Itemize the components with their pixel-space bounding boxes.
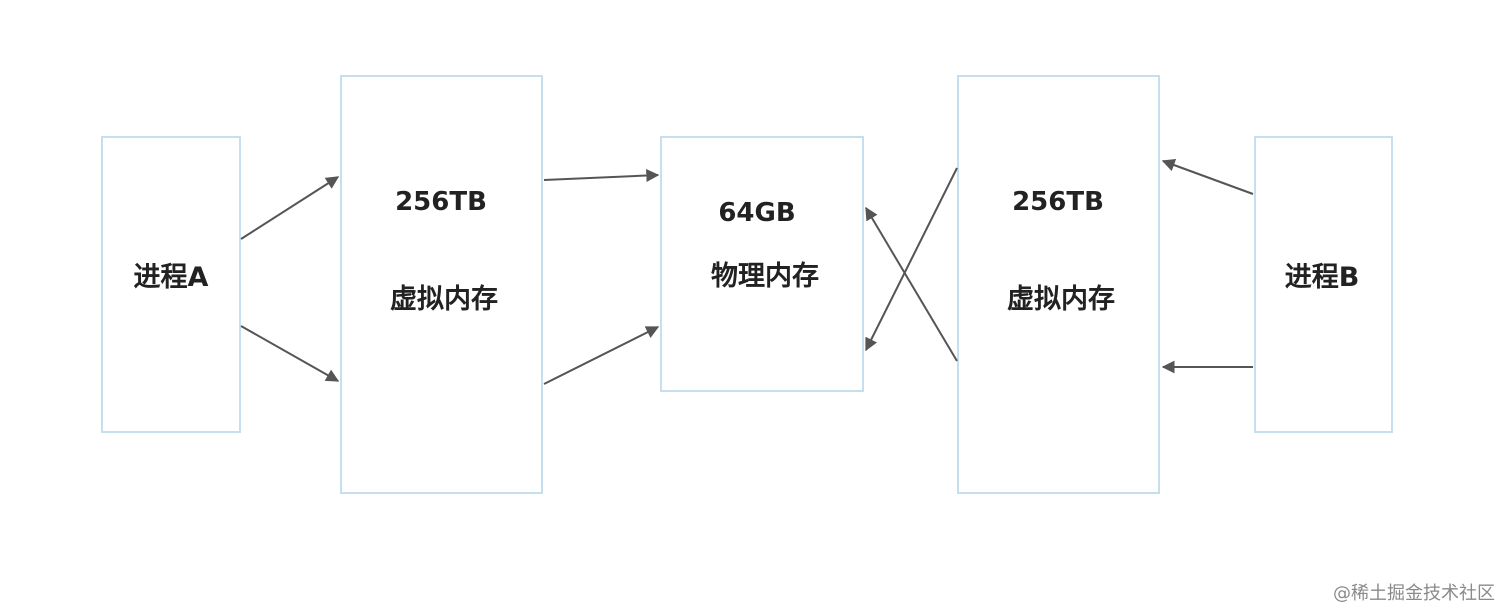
- process-a-box: [101, 136, 241, 433]
- virtual-memory-b-box: [957, 75, 1160, 494]
- virtual-memory-a-size: 256TB: [395, 187, 487, 217]
- arrow-process-b-to-virtual-b-top: [1161, 158, 1254, 195]
- virtual-memory-a-label: 虚拟内存: [390, 284, 498, 315]
- arrow-virtual-b-to-physical-top: [865, 206, 958, 362]
- process-a-label: 进程A: [133, 262, 209, 293]
- arrow-virtual-a-to-physical-top: [543, 169, 660, 183]
- arrow-process-a-to-virtual-a-bottom: [240, 325, 340, 382]
- physical-memory-box: [660, 136, 864, 392]
- process-b-label: 进程B: [1284, 262, 1360, 293]
- arrow-process-a-to-virtual-a-top: [240, 176, 340, 240]
- virtual-memory-b-size: 256TB: [1012, 187, 1104, 217]
- physical-memory-size: 64GB: [718, 198, 796, 228]
- watermark: @稀土掘金技术社区: [1333, 583, 1495, 604]
- arrow-virtual-b-to-physical-bottom: [865, 167, 958, 352]
- process-b-box: [1254, 136, 1393, 433]
- virtual-memory-a-box: [340, 75, 543, 494]
- arrow-virtual-a-to-physical-bottom: [543, 326, 660, 385]
- physical-memory-label: 物理内存: [711, 261, 819, 292]
- virtual-memory-b-label: 虚拟内存: [1007, 284, 1115, 315]
